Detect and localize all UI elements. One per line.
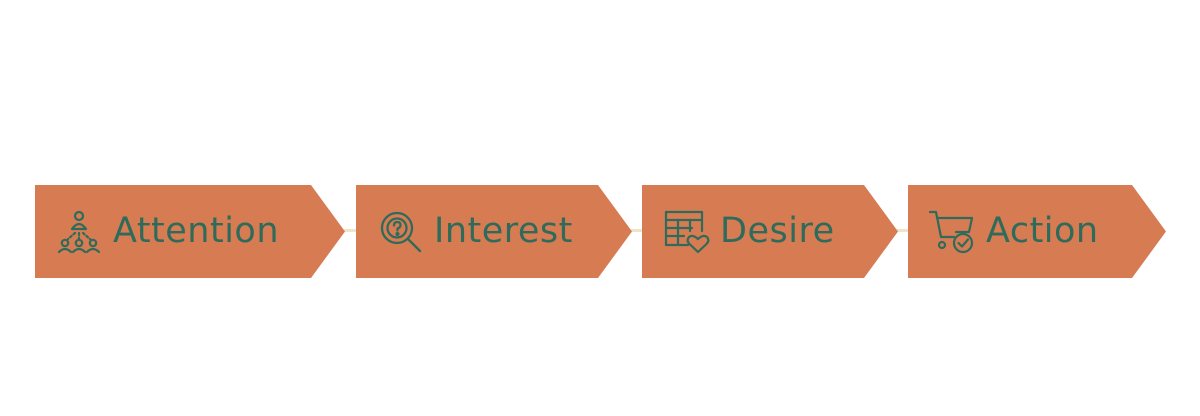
connector-desire-action [896,229,910,232]
step-interest: Interest [356,185,632,278]
step-attention: Attention [35,185,345,278]
step-desire: Desire [642,185,898,278]
step-label: Action [986,211,1099,251]
catalog-heart-icon [662,207,710,255]
step-label: Attention [113,211,280,251]
audience-icon [55,207,103,255]
question-search-icon [376,207,424,255]
connector-interest-desire [630,229,644,232]
step-action: Action [908,185,1166,278]
cart-check-icon [928,207,976,255]
step-label: Desire [720,211,835,251]
step-label: Interest [434,211,573,251]
connector-attention-interest [344,229,358,232]
